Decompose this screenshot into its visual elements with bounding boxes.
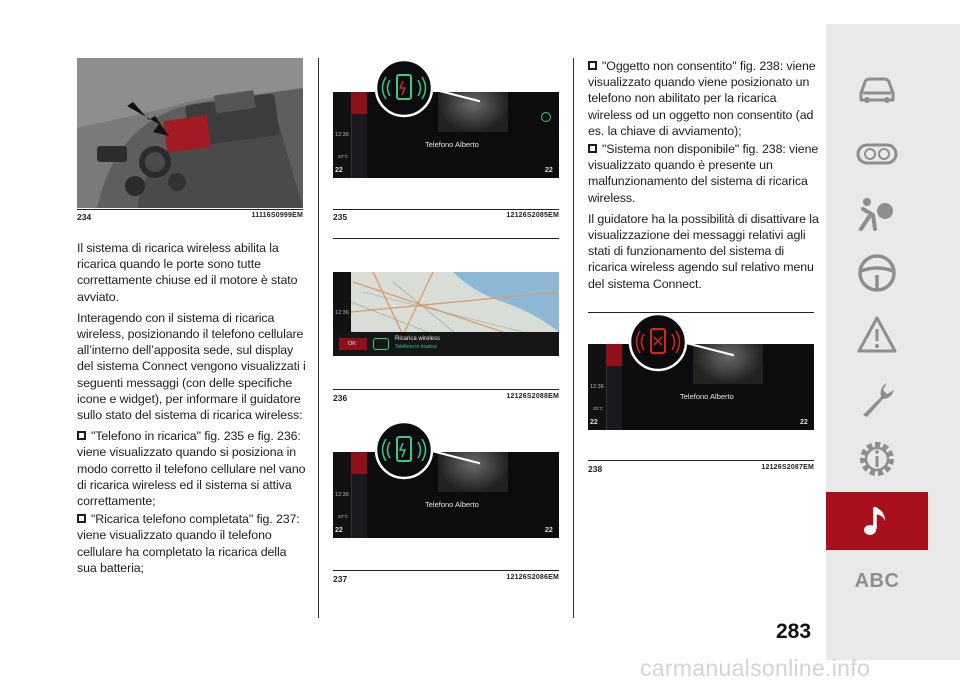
magnified-charge-error-icon bbox=[628, 314, 734, 372]
sidebar-item-safety[interactable] bbox=[826, 186, 928, 244]
wrench-icon bbox=[863, 383, 894, 417]
screen-time: 12:36 bbox=[335, 132, 349, 138]
figure-top-rule bbox=[333, 238, 559, 239]
chapter-sidebar bbox=[826, 24, 960, 660]
figure-number: 237 bbox=[333, 574, 348, 584]
screen-temp-right: 22 bbox=[545, 527, 553, 534]
charge-title: Ricarica wireless bbox=[395, 336, 441, 342]
music-note-icon bbox=[864, 507, 885, 535]
screen-temp: 20°C bbox=[338, 154, 349, 159]
paragraph: Il guidatore ha la possibilità di disatt… bbox=[588, 211, 819, 291]
figure-rule bbox=[588, 460, 814, 461]
figure-rule bbox=[333, 389, 559, 390]
bullet-icon bbox=[77, 514, 86, 524]
figure-code: 12126S2088EM bbox=[506, 393, 559, 400]
connect-display-screen: 12:36 20°C 22 22 Telefono Alberto bbox=[333, 452, 559, 538]
abc-label: ABC bbox=[854, 569, 900, 592]
sidebar-item-dashboard[interactable] bbox=[826, 124, 928, 182]
bullet-item: "Sistema non disponibile" fig. 238: vien… bbox=[588, 142, 819, 205]
gear-info-icon bbox=[860, 442, 894, 476]
figure-code: 12126S2086EM bbox=[506, 574, 559, 581]
watermark: carmanualsonline.info bbox=[640, 655, 871, 681]
dashboard-icon bbox=[856, 143, 898, 165]
ok-button[interactable]: OK bbox=[348, 341, 356, 347]
screen-accent-bar bbox=[606, 344, 622, 366]
paragraph: Interagendo con il sistema di ricarica w… bbox=[77, 310, 306, 423]
figure-caption: 237 12126S2086EM bbox=[333, 574, 559, 584]
connect-display-screen: 12:36 20°C 22 22 Telefono Alberto bbox=[588, 344, 814, 430]
sidebar-item-driving[interactable] bbox=[826, 244, 928, 302]
charge-subtitle: Telefono in ricarica bbox=[395, 344, 437, 350]
figure-caption: 234 11116S0999EM bbox=[77, 212, 303, 222]
bullet-item: "Telefono in ricarica" fig. 235 e fig. 2… bbox=[77, 429, 306, 509]
paragraph: Il sistema di ricarica wireless abilita … bbox=[77, 241, 298, 304]
figure-number: 234 bbox=[77, 212, 92, 222]
sidebar-item-specs[interactable] bbox=[826, 430, 928, 488]
figure-code: 12126S2087EM bbox=[761, 464, 814, 471]
warning-triangle-icon bbox=[857, 316, 897, 353]
phone-name: Telefono Alberto bbox=[680, 392, 734, 401]
sidebar-item-index[interactable]: ABC bbox=[826, 552, 928, 610]
screen-time: 12:36 bbox=[335, 492, 349, 498]
figure-caption: 236 12126S2088EM bbox=[333, 393, 559, 403]
sidebar-item-maintenance[interactable] bbox=[826, 370, 928, 428]
screen-temp: 20°C bbox=[593, 406, 604, 411]
map-screen: 12:36 OK Ricarica wireless Telefono in r… bbox=[333, 272, 559, 356]
steering-wheel-icon bbox=[858, 254, 896, 292]
figure-number: 238 bbox=[588, 464, 603, 474]
screen-temp-right: 22 bbox=[545, 167, 553, 174]
body-text-column-1: Il sistema di ricarica wireless abilita … bbox=[77, 240, 309, 581]
magnified-charge-complete-icon bbox=[374, 422, 480, 480]
car-image bbox=[438, 452, 508, 492]
airbag-icon bbox=[859, 198, 893, 231]
bullet-item: "Oggetto non consentito" fig. 238: viene… bbox=[588, 59, 816, 138]
screen-time: 12:36 bbox=[335, 310, 349, 316]
bullet-item: "Ricarica telefono completata" fig. 237:… bbox=[77, 512, 300, 575]
bullet-icon bbox=[588, 144, 597, 154]
console-photo bbox=[77, 58, 303, 208]
figure-code: 12126S2085EM bbox=[506, 212, 559, 219]
car-image bbox=[693, 344, 763, 384]
bullet-icon bbox=[588, 61, 597, 70]
figure-top-rule bbox=[588, 312, 814, 313]
figure-number: 236 bbox=[333, 393, 348, 403]
column-divider-2 bbox=[573, 58, 574, 618]
connect-display-screen: 12:36 20°C 22 22 Telefono Alberto bbox=[333, 92, 559, 178]
bullet-icon bbox=[77, 431, 86, 441]
sidebar-item-multimedia[interactable] bbox=[826, 492, 928, 550]
figure-rule bbox=[333, 570, 559, 571]
screen-temp: 20°C bbox=[338, 514, 349, 519]
phone-name: Telefono Alberto bbox=[425, 500, 479, 509]
figure-rule bbox=[333, 209, 559, 210]
screen-accent-bar bbox=[351, 92, 367, 114]
phone-name: Telefono Alberto bbox=[425, 140, 479, 149]
figure-code: 11116S0999EM bbox=[251, 212, 303, 219]
figure-caption: 235 12126S2085EM bbox=[333, 212, 559, 222]
figure-rule bbox=[77, 209, 303, 210]
screen-sidebar bbox=[588, 344, 606, 430]
figure-caption: 238 12126S2087EM bbox=[588, 464, 814, 474]
screen-temp-right: 22 bbox=[800, 419, 808, 426]
screen-temp-left: 22 bbox=[335, 167, 343, 174]
charge-icon bbox=[373, 338, 389, 350]
sidebar-item-car[interactable] bbox=[826, 60, 928, 118]
magnified-charge-icon bbox=[374, 60, 480, 118]
screen-temp-left: 22 bbox=[590, 419, 598, 426]
charge-widget-small bbox=[541, 112, 551, 122]
column-divider-1 bbox=[318, 58, 319, 618]
screen-sidebar bbox=[333, 92, 351, 178]
page-number: 283 bbox=[776, 620, 812, 643]
screen-temp-left: 22 bbox=[335, 527, 343, 534]
screen-sidebar bbox=[333, 452, 351, 538]
body-text-column-3: "Oggetto non consentito" fig. 238: viene… bbox=[588, 58, 820, 297]
car-icon bbox=[859, 77, 895, 103]
sidebar-item-emergency[interactable] bbox=[826, 306, 928, 364]
screen-accent-bar bbox=[351, 452, 367, 474]
screen-time: 12:36 bbox=[590, 384, 604, 390]
figure-number: 235 bbox=[333, 212, 348, 222]
